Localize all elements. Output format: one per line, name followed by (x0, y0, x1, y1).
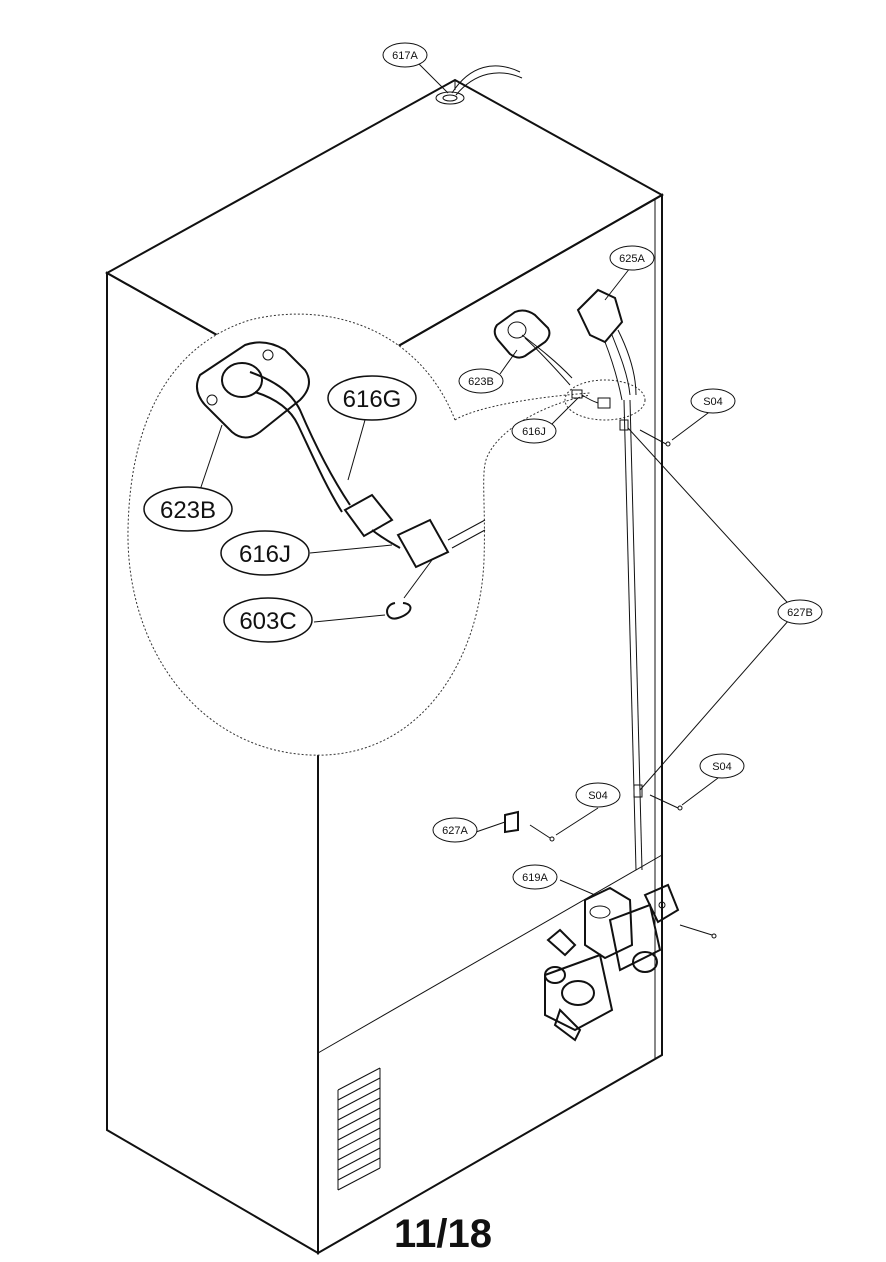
tube-large (249, 371, 486, 569)
screw-s04-right (649, 794, 683, 811)
callout-s04-mid: S04 (575, 782, 621, 808)
callout-s04-right: S04 (699, 753, 745, 779)
clip-large (386, 602, 412, 620)
screw-s04-top (639, 429, 671, 447)
screw-s04-mid (529, 824, 555, 842)
filter-625A (576, 288, 637, 401)
callout-627B: 627B (777, 599, 823, 625)
svg-text:S04: S04 (712, 761, 732, 773)
vent-grille (337, 1067, 381, 1191)
water-valve-619A (544, 883, 680, 1042)
callout-623B-small: 623B (458, 368, 504, 394)
callout-603C-large: 603C (223, 597, 313, 643)
detail-zoom-bubble (127, 313, 646, 756)
callout-619A: 619A (512, 864, 558, 890)
svg-text:627A: 627A (442, 825, 468, 837)
svg-text:S04: S04 (588, 790, 608, 802)
callout-616G-large: 616G (327, 375, 417, 421)
valve-plate-large (195, 341, 310, 439)
svg-text:623B: 623B (468, 376, 494, 388)
svg-text:S04: S04 (703, 396, 723, 408)
callout-617A: 617A (382, 42, 428, 68)
callout-623B-large: 623B (143, 486, 233, 532)
callout-627A: 627A (432, 817, 478, 843)
callout-616J-large: 616J (220, 530, 310, 576)
svg-text:627B: 627B (787, 607, 813, 619)
water-tube (619, 399, 643, 871)
fitting-small (571, 389, 611, 409)
svg-text:616G: 616G (343, 386, 402, 413)
callout-s04-top: S04 (690, 388, 736, 414)
svg-text:616J: 616J (239, 541, 291, 568)
clip-627A (504, 810, 519, 834)
leader-lines (199, 62, 797, 896)
svg-text:603C: 603C (239, 608, 296, 635)
svg-text:616J: 616J (522, 426, 546, 438)
svg-text:617A: 617A (392, 50, 418, 62)
valve-plate-small (493, 309, 573, 386)
callout-625A: 625A (609, 245, 655, 271)
screw-bottom (679, 924, 717, 939)
svg-text:623B: 623B (160, 497, 216, 524)
page-number: 11/18 (394, 1212, 492, 1256)
callout-616J-small: 616J (511, 418, 557, 444)
grommet-617A (435, 65, 523, 105)
svg-text:625A: 625A (619, 253, 645, 265)
svg-text:619A: 619A (522, 872, 548, 884)
